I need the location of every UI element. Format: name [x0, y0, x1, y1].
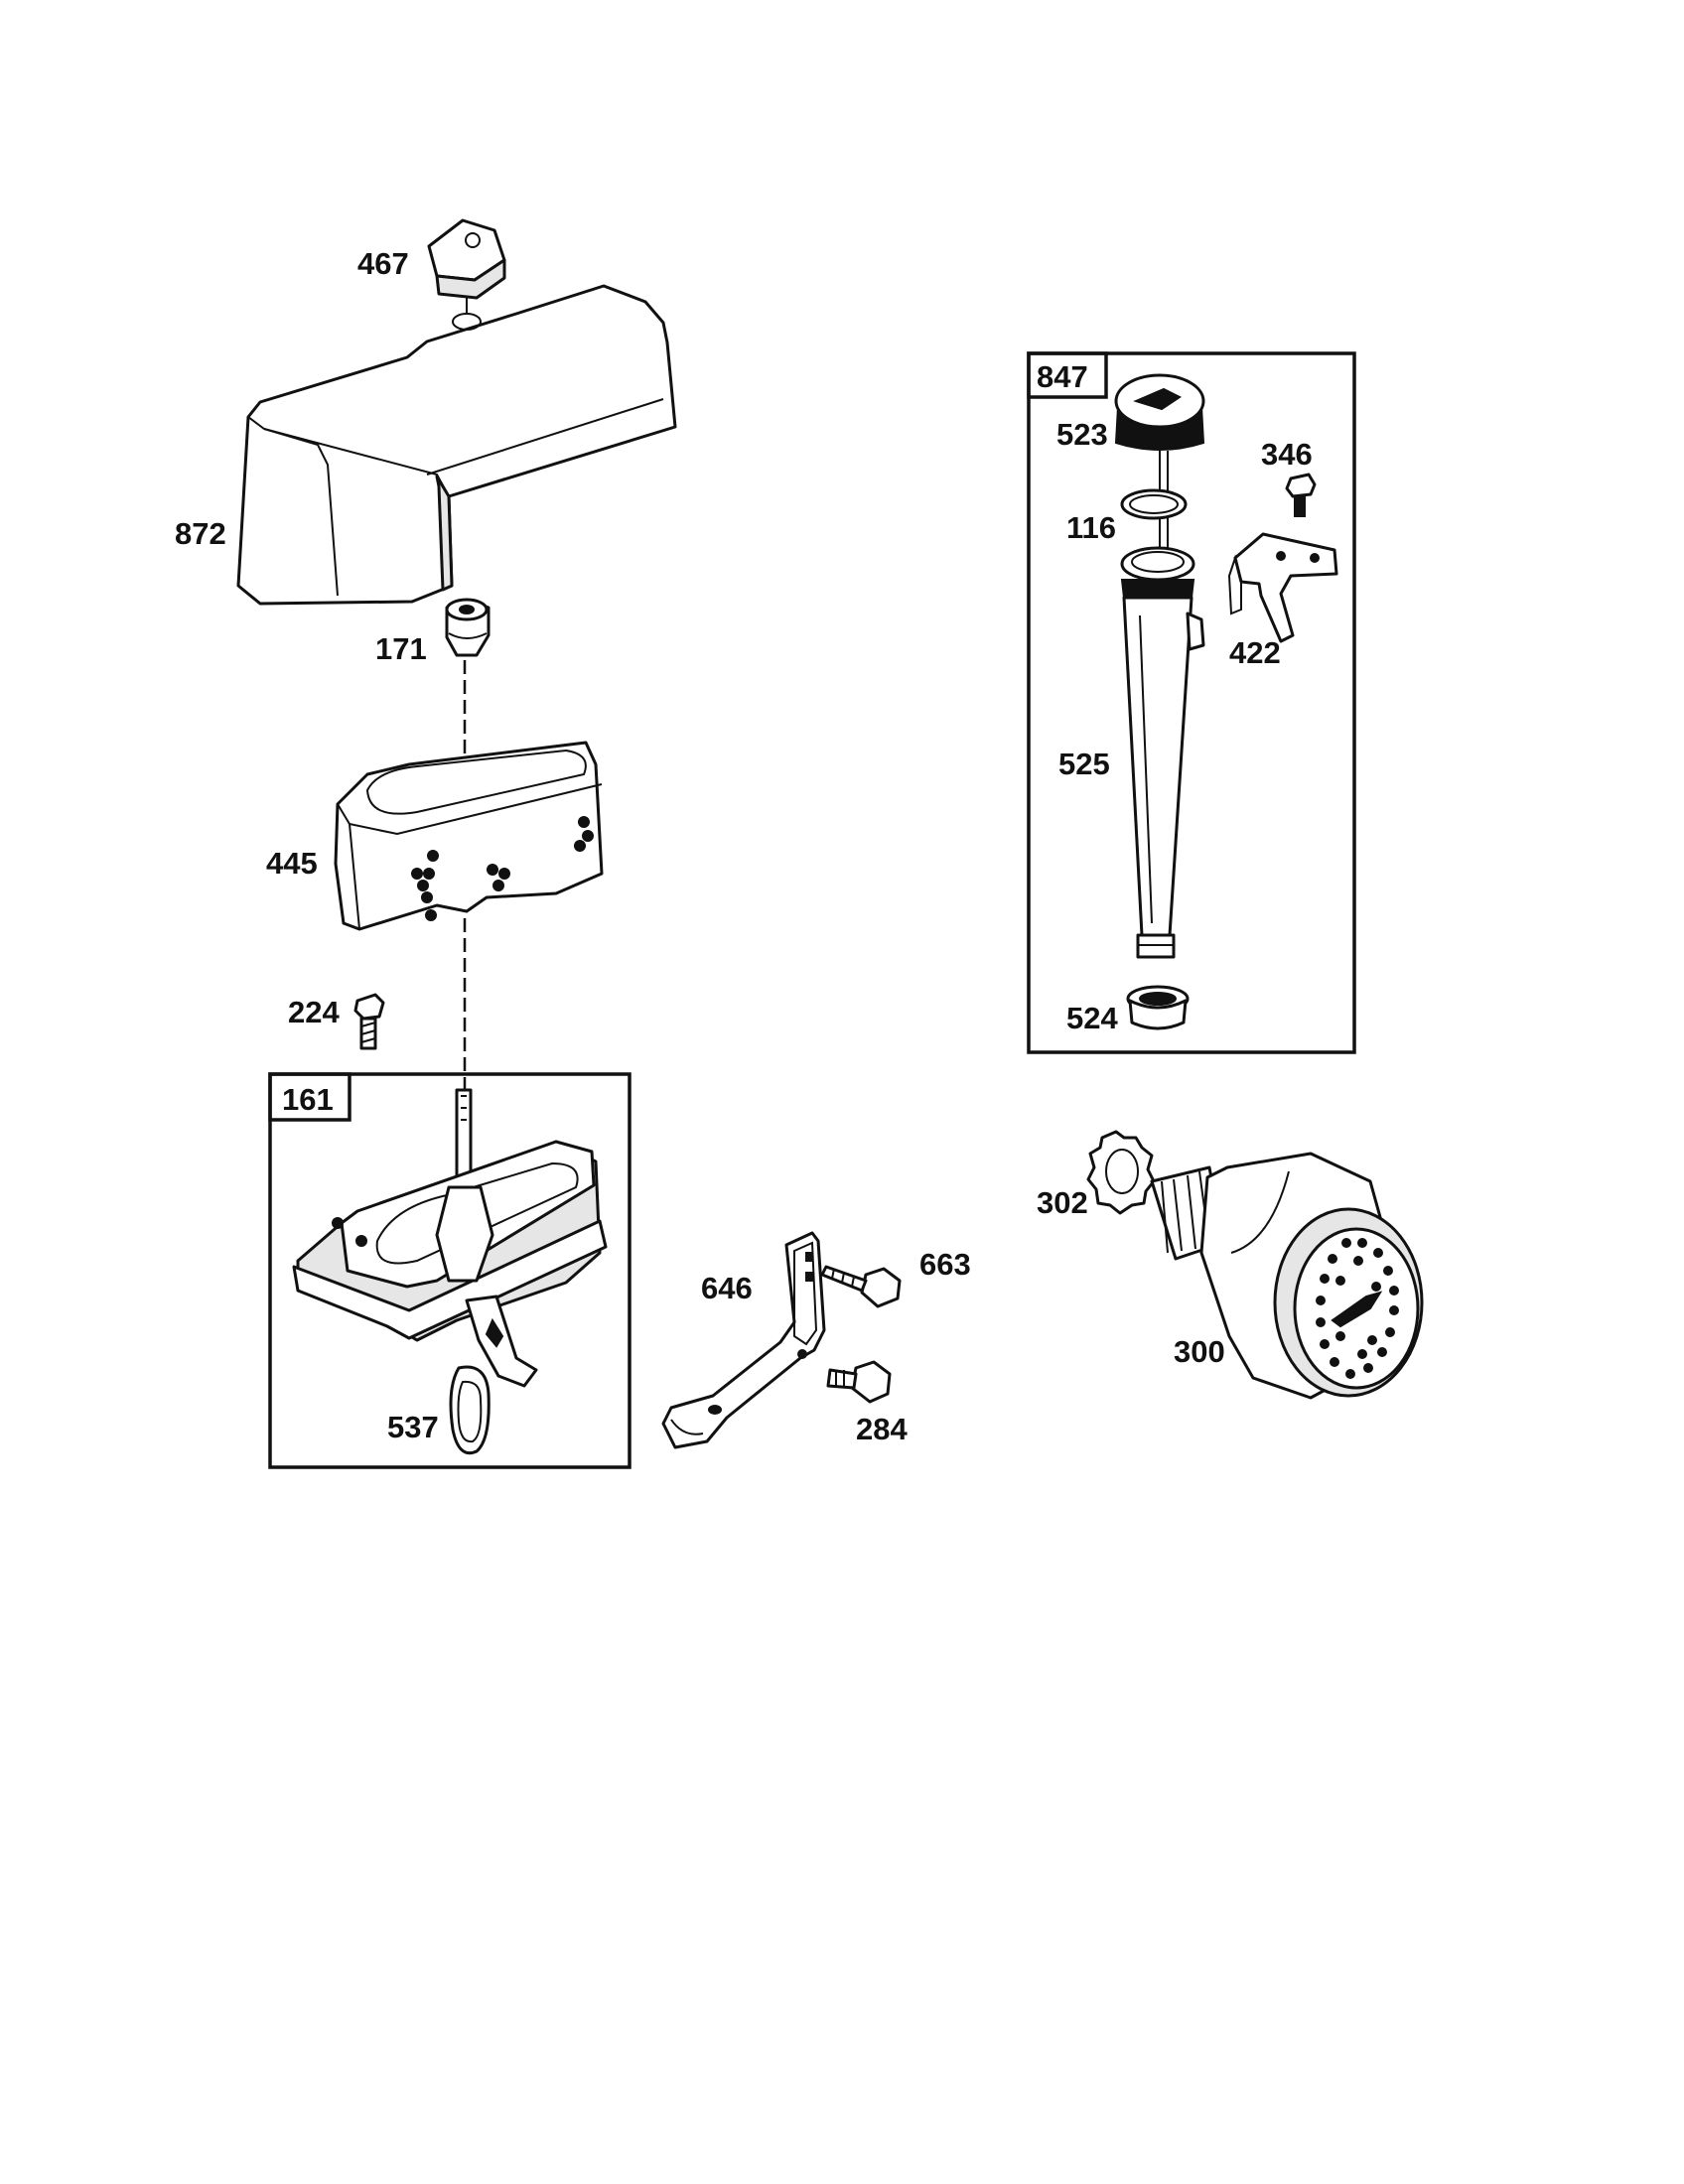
bracket-646 — [661, 1231, 826, 1449]
label-847: 847 — [1037, 359, 1088, 394]
label-646: 646 — [701, 1271, 753, 1305]
label-525: 525 — [1058, 747, 1110, 781]
label-161: 161 — [282, 1082, 334, 1117]
label-663: 663 — [919, 1247, 971, 1282]
air-cleaner-cover-872 — [236, 284, 677, 606]
kit-box-161-tag — [268, 1072, 351, 1122]
label-302: 302 — [1037, 1185, 1088, 1220]
dipstick-cap-523 — [1114, 373, 1205, 560]
label-224: 224 — [288, 995, 340, 1029]
bracket-422 — [1227, 532, 1338, 643]
knob-467 — [427, 218, 506, 300]
muffler-300 — [1150, 1152, 1424, 1400]
label-537: 537 — [387, 1410, 439, 1444]
kit-box-847 — [1027, 351, 1356, 1054]
label-284: 284 — [856, 1412, 908, 1446]
kit-box-161 — [268, 1072, 632, 1469]
kit-box-847-tag — [1027, 351, 1108, 399]
lock-washer-302 — [1086, 1130, 1156, 1215]
screw-284 — [826, 1360, 892, 1404]
screw-663 — [820, 1265, 902, 1308]
dipstick-tube-525 — [1120, 546, 1205, 959]
o-ring-116 — [1120, 488, 1188, 520]
label-523: 523 — [1056, 417, 1108, 452]
label-422: 422 — [1229, 635, 1281, 670]
label-346: 346 — [1261, 437, 1313, 472]
label-445: 445 — [266, 846, 318, 881]
label-300: 300 — [1174, 1334, 1225, 1369]
air-filter-445 — [334, 741, 604, 931]
screw-224 — [353, 993, 385, 1050]
label-524: 524 — [1066, 1001, 1118, 1035]
air-cleaner-base-161 — [292, 1088, 608, 1388]
gasket-537 — [449, 1365, 491, 1455]
screw-346 — [1285, 473, 1317, 517]
grommet-524 — [1126, 985, 1190, 1030]
label-116: 116 — [1066, 510, 1116, 545]
label-467: 467 — [357, 246, 409, 281]
label-171: 171 — [375, 631, 427, 666]
label-872: 872 — [175, 516, 226, 551]
nut-171 — [445, 598, 491, 657]
